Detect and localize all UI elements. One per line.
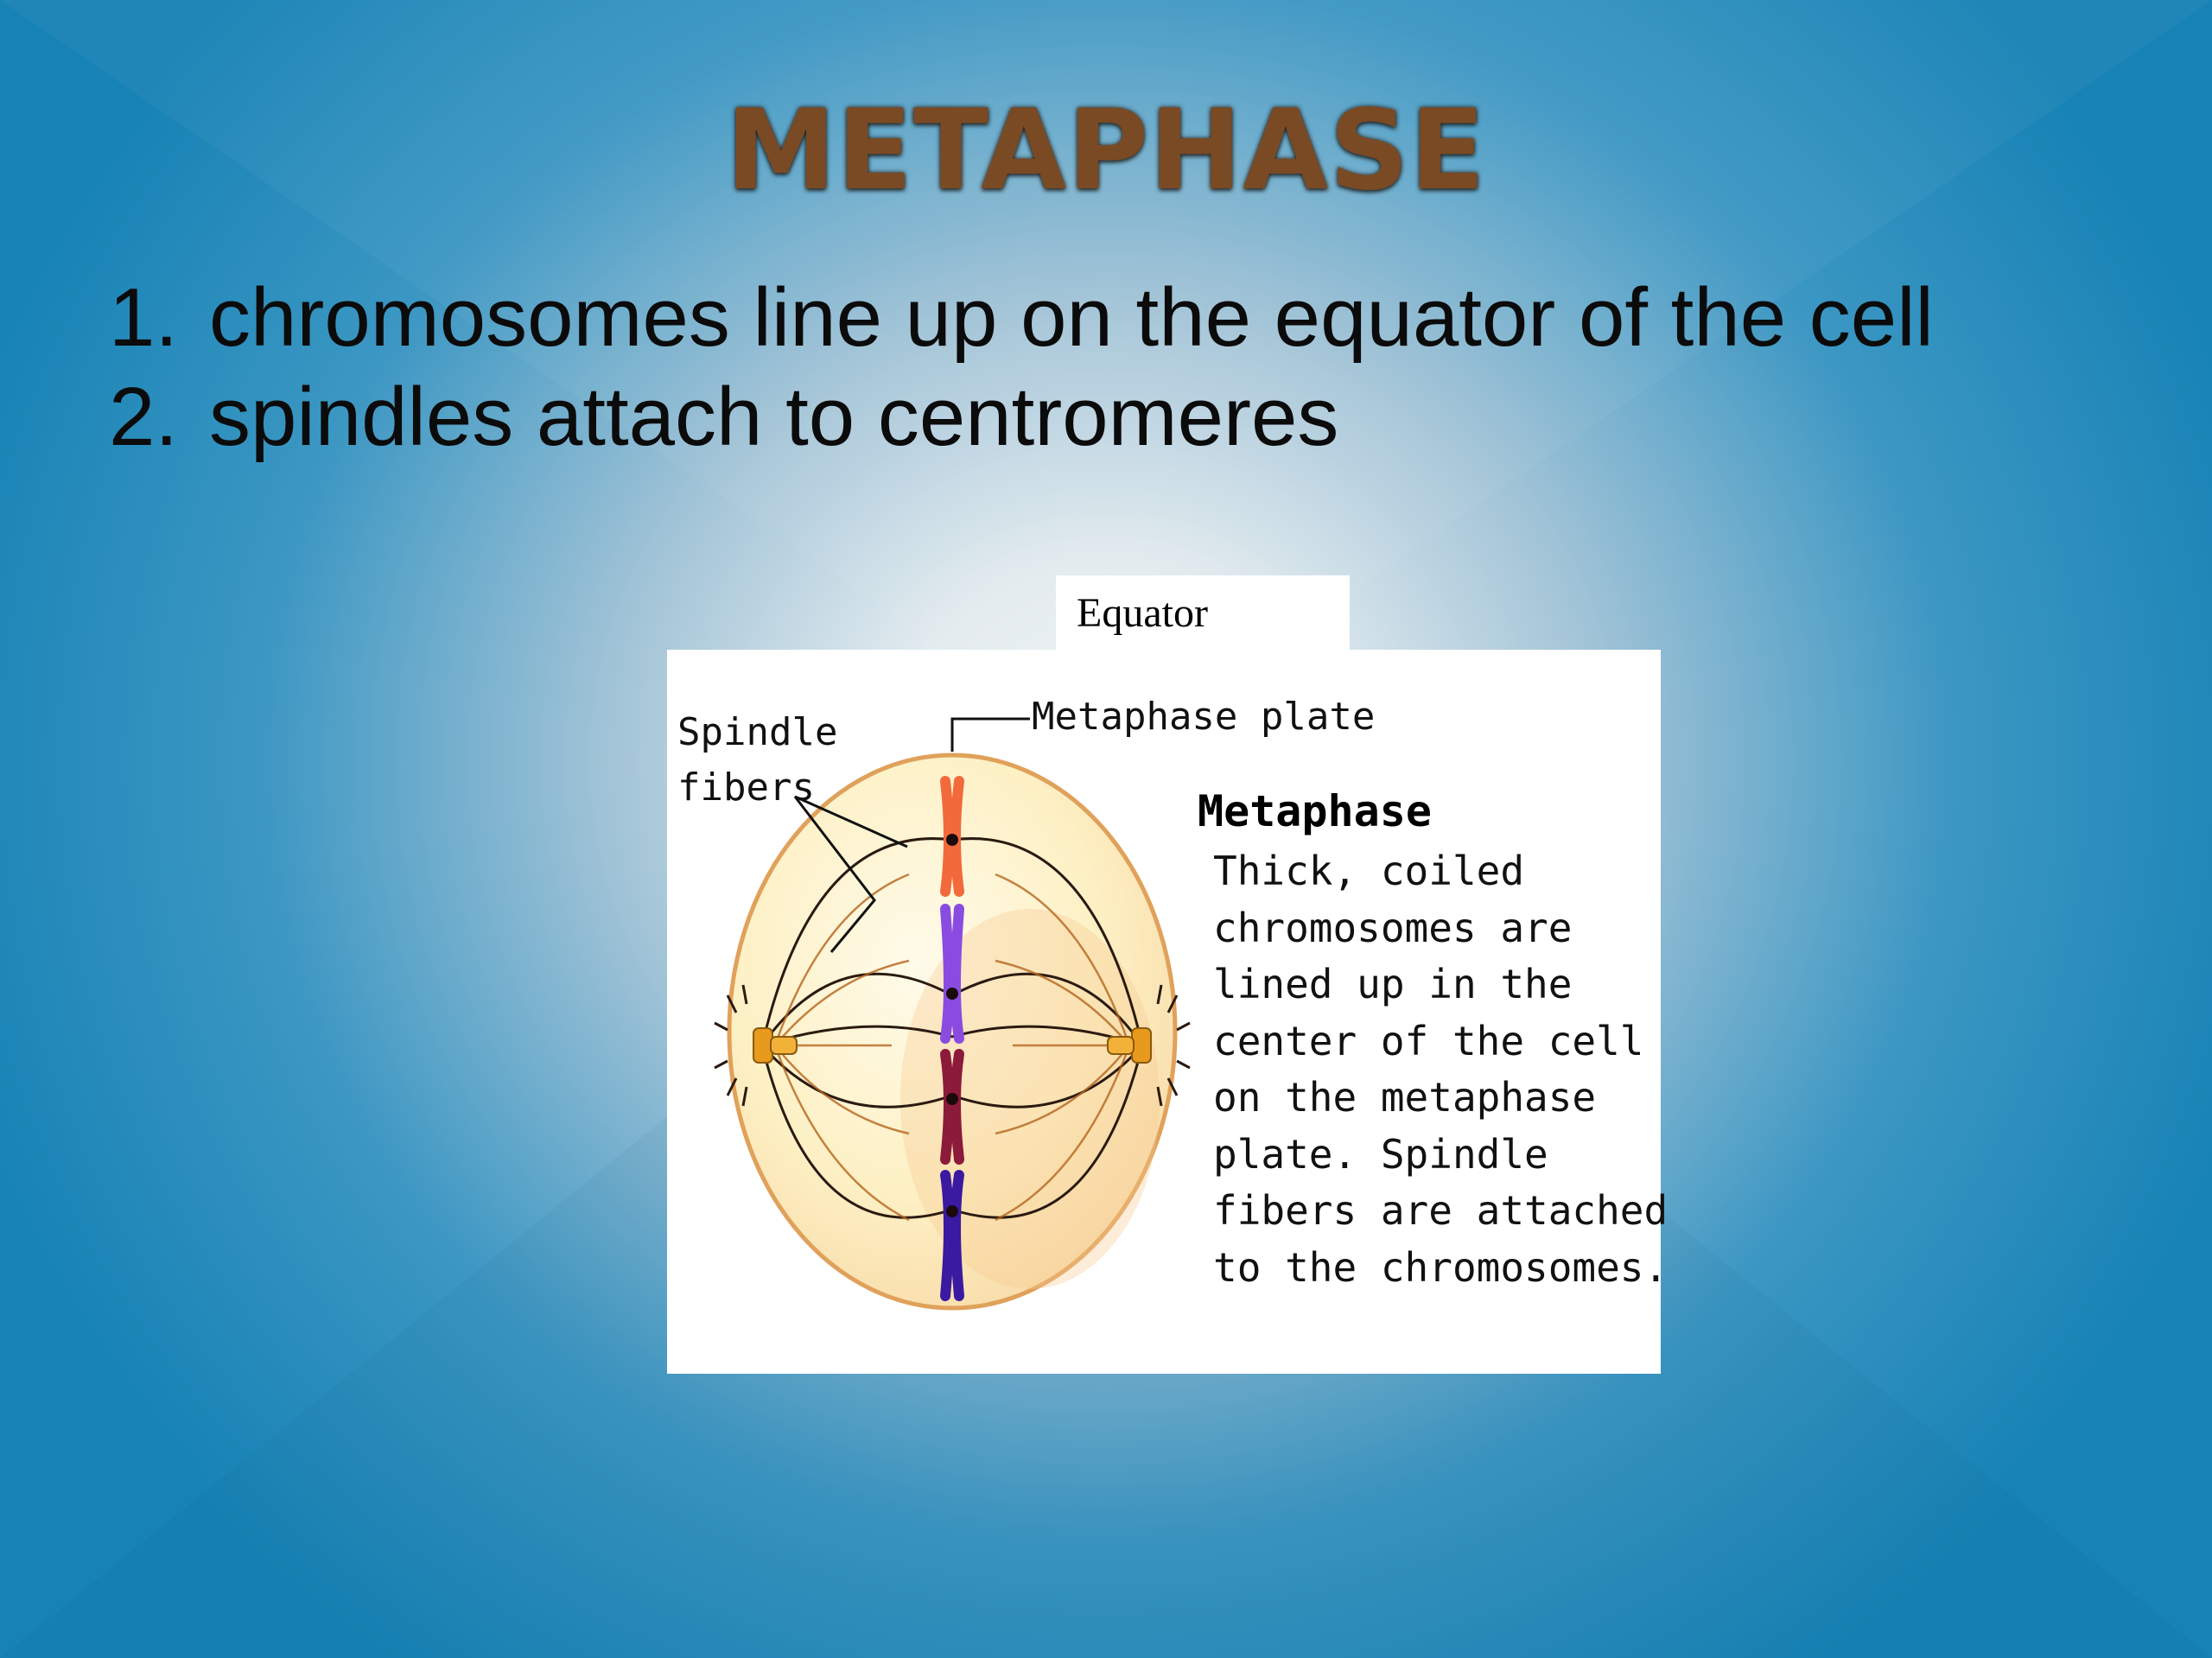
figure-heading: Metaphase <box>1198 786 1432 836</box>
slide-title: METAPHASE <box>726 86 1486 215</box>
cell-body <box>727 753 1178 1311</box>
centromeres <box>946 834 958 1217</box>
bullet-item: 1. chromosomes line up on the equator of… <box>109 268 2096 367</box>
centriole-right <box>1107 1027 1152 1064</box>
description-line: to the chromosomes. <box>1213 1243 1669 1291</box>
bullet-number: 2. <box>109 371 179 463</box>
bullet-text: chromosomes line up on the equator of th… <box>209 271 1934 364</box>
equator-label-box: Equator <box>1056 575 1350 653</box>
bullet-item: 2. spindles attach to centromeres <box>109 367 2096 467</box>
cell-diagram <box>714 717 1191 1311</box>
description-line: center of the cell <box>1213 1017 1644 1064</box>
centriole-left <box>753 1027 798 1064</box>
description-line: Thick, coiled <box>1213 848 1525 894</box>
label-leaders <box>793 717 1030 953</box>
description-line: lined up in the <box>1213 961 1573 1007</box>
aster-rays <box>714 984 1191 1107</box>
bullet-text: spindles attach to centromeres <box>209 371 1339 463</box>
cell-shadow <box>900 909 1160 1289</box>
description-line: plate. Spindle <box>1213 1130 1548 1178</box>
spindle-fibers-label-line1: Spindle <box>677 710 838 754</box>
bullet-list: 1. chromosomes line up on the equator of… <box>109 268 2096 467</box>
description-line: on the metaphase <box>1213 1074 1597 1121</box>
equator-label: Equator <box>1077 590 1208 636</box>
chromosome-2 <box>940 904 964 1044</box>
metaphase-figure: Spindle fibers Metaphase plate Metaphase… <box>667 650 1669 1374</box>
figure-description: Thick, coiled chromosomes are lined up i… <box>1213 843 1669 1296</box>
description-line: fibers are attached <box>1213 1187 1669 1234</box>
metaphase-plate-label: Metaphase plate <box>1032 695 1376 739</box>
spindle-fibers-label-line2: fibers <box>677 765 815 810</box>
spindle-fibers-right <box>951 837 1144 1219</box>
bullet-number: 1. <box>109 271 179 364</box>
chromosome-4 <box>940 1170 964 1301</box>
description-line: chromosomes are <box>1213 904 1573 951</box>
